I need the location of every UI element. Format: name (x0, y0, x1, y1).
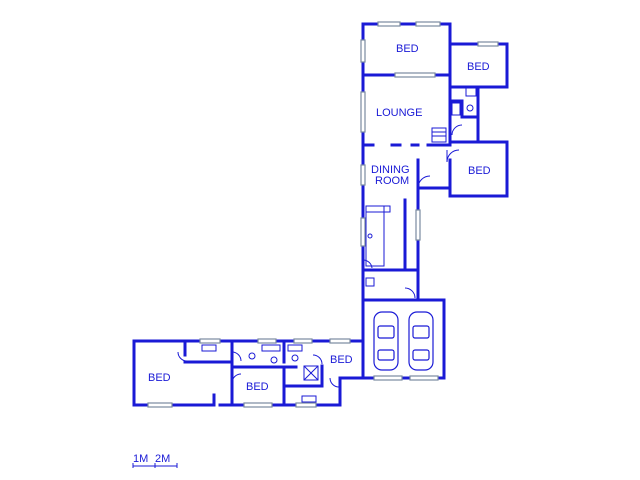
room-label-bed-bottom-left: BED (148, 372, 171, 384)
room-label-bed-bottom-mid: BED (246, 381, 269, 393)
car-right (408, 311, 434, 371)
scale-label-1m: 1M (133, 453, 148, 465)
bottom-wing-walls (132, 339, 365, 407)
fixtures (201, 87, 477, 403)
room-label-bed-top-right: BED (467, 61, 490, 73)
garage-walls (361, 298, 446, 380)
room-label-lounge: LOUNGE (376, 107, 422, 119)
scale-bar: 1M 2M (132, 453, 178, 468)
car-left (373, 311, 399, 371)
room-label-bed-top: BED (396, 43, 419, 55)
room-label-dining-line2: ROOM (375, 175, 409, 187)
room-label-bed-mid-right: BED (468, 165, 491, 177)
room-label-dining-line1: DINING (371, 164, 410, 176)
doors (177, 124, 463, 388)
scale-label-2m: 2M (155, 453, 170, 465)
room-label-bed-bottom-right: BED (330, 354, 353, 366)
windows (147, 21, 499, 408)
